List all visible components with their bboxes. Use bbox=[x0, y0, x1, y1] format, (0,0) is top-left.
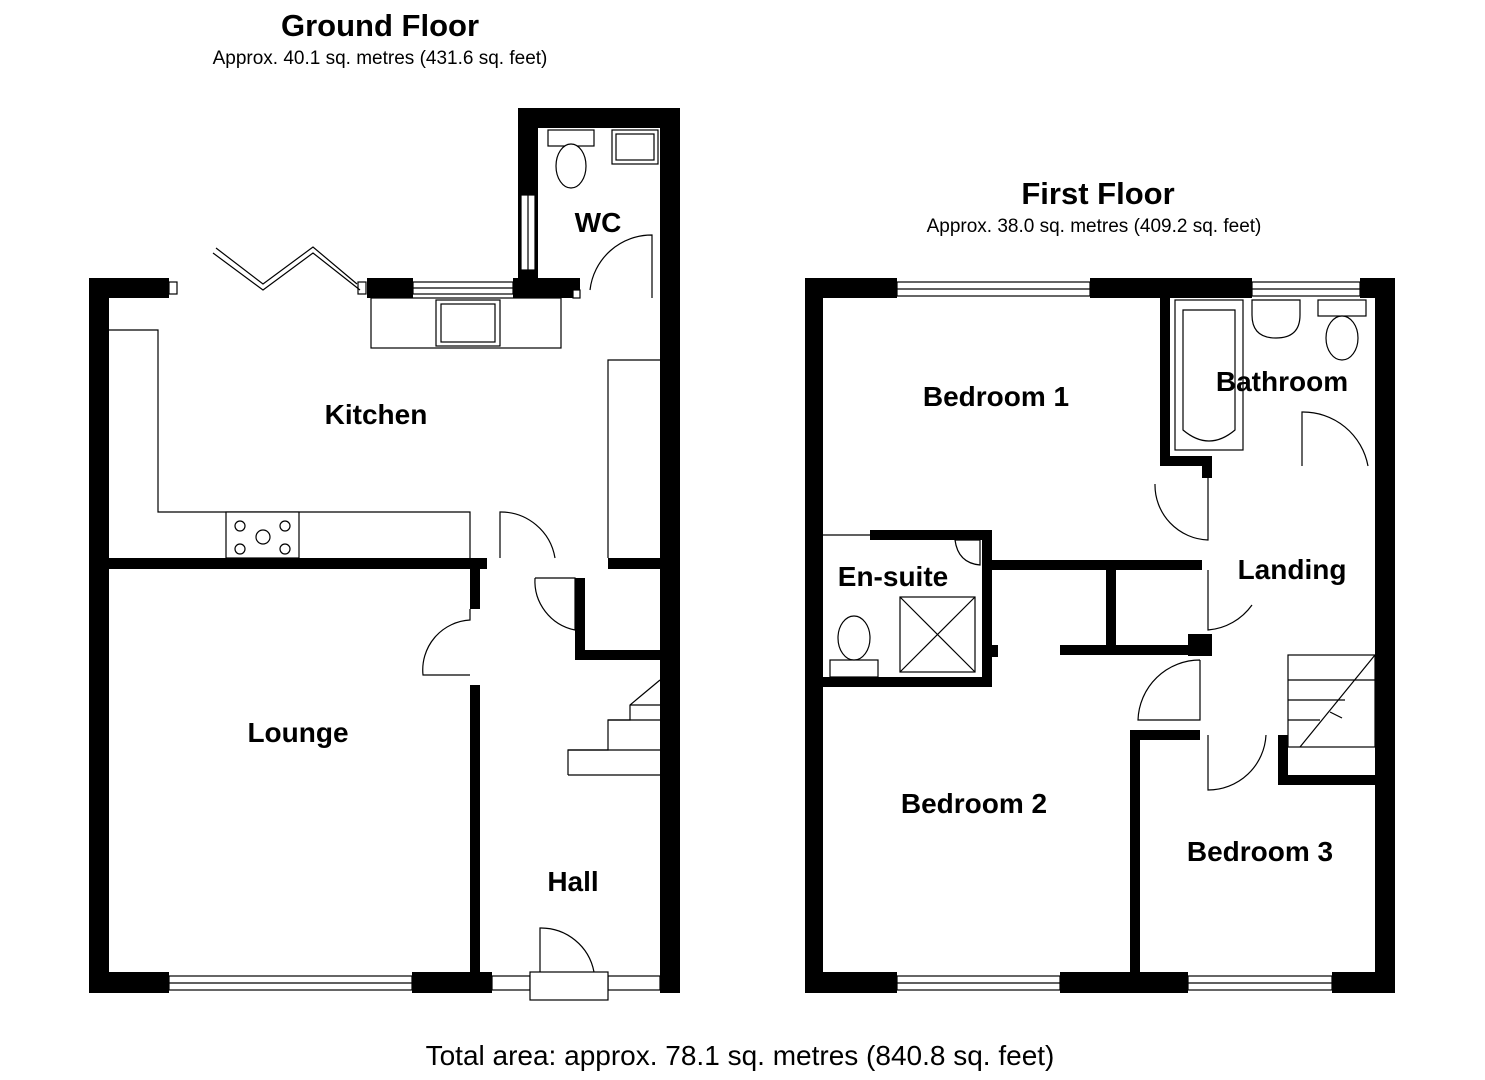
room-label-bathroom: Bathroom bbox=[1215, 366, 1349, 397]
room-label-bedroom-2: Bedroom 2 bbox=[900, 788, 1048, 819]
room-label-landing: Landing bbox=[1237, 554, 1347, 585]
ground-floor-title: Ground Floor bbox=[280, 8, 480, 43]
room-label-wc: WC bbox=[574, 207, 622, 238]
first-floor-plan bbox=[805, 278, 1395, 993]
room-label-bedroom-1: Bedroom 1 bbox=[922, 381, 1070, 412]
room-label-bedroom-3: Bedroom 3 bbox=[1186, 836, 1334, 867]
ground-floor-area: Approx. 40.1 sq. metres (431.6 sq. feet) bbox=[212, 48, 548, 69]
first-floor-area: Approx. 38.0 sq. metres (409.2 sq. feet) bbox=[926, 216, 1262, 237]
first-floor-title: First Floor bbox=[1021, 176, 1175, 211]
total-area: Total area: approx. 78.1 sq. metres (840… bbox=[425, 1040, 1055, 1071]
room-label-kitchen: Kitchen bbox=[324, 399, 428, 430]
ground-floor-plan bbox=[89, 108, 680, 1001]
room-label-en-suite: En-suite bbox=[837, 561, 949, 592]
room-label-lounge: Lounge bbox=[247, 717, 349, 748]
room-label-hall: Hall bbox=[547, 866, 599, 897]
